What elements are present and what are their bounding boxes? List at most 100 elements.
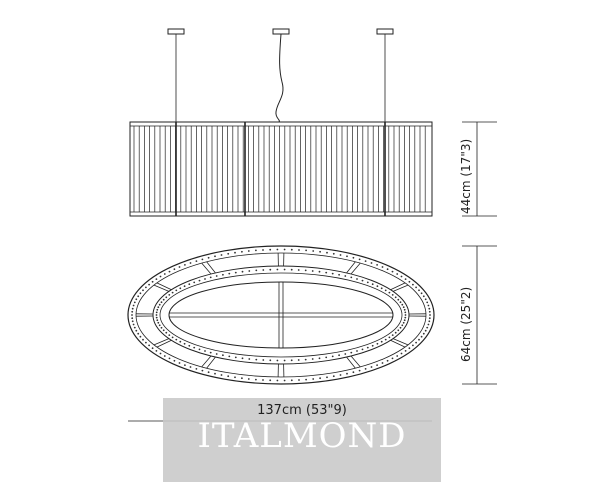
rivet — [269, 268, 272, 271]
rivet — [215, 275, 218, 277]
rivet — [298, 249, 300, 251]
rivet — [207, 371, 210, 374]
rivet — [214, 372, 216, 375]
rivet — [173, 359, 176, 362]
height-dimension: 44cm (17"3) — [459, 121, 497, 217]
rivet — [255, 269, 258, 272]
rivet — [209, 351, 212, 354]
rivet — [298, 379, 300, 381]
rivet — [380, 340, 383, 343]
rivet — [401, 303, 404, 306]
rivet — [193, 346, 196, 349]
rivet — [175, 338, 178, 341]
rivet — [290, 268, 293, 271]
rivet — [188, 344, 191, 347]
rivet — [344, 275, 347, 277]
rivet — [325, 356, 328, 359]
rivet — [214, 255, 216, 258]
rivet — [178, 362, 181, 364]
rivet — [189, 366, 192, 368]
rivet — [304, 358, 307, 361]
rivet — [168, 357, 171, 360]
rivet — [386, 268, 389, 271]
rivet — [424, 329, 427, 332]
rivet — [183, 342, 186, 345]
rivet — [402, 321, 405, 324]
rivet — [319, 377, 321, 380]
rivet — [424, 298, 427, 301]
rivet — [420, 335, 423, 338]
rivet — [204, 350, 206, 352]
rivet — [276, 359, 279, 362]
rivet — [220, 254, 223, 256]
rivet — [247, 378, 250, 380]
rivet — [338, 354, 340, 357]
rivet — [427, 323, 430, 326]
frame-spoke — [201, 262, 212, 275]
frame-spoke — [153, 284, 170, 292]
rivet — [404, 311, 407, 314]
frame-spoke — [201, 355, 212, 368]
rivet — [428, 310, 431, 313]
rivet — [133, 301, 136, 304]
rivet — [160, 301, 163, 304]
rivet — [157, 321, 160, 324]
rivet — [155, 311, 158, 314]
rivet — [391, 270, 394, 273]
rivet — [241, 270, 244, 273]
rivet — [158, 303, 161, 306]
rivet — [241, 377, 243, 380]
rivet — [131, 310, 134, 313]
rivet — [318, 270, 321, 273]
rivet — [397, 298, 400, 301]
rivet — [350, 351, 353, 354]
rivet — [338, 273, 340, 276]
rivet — [234, 271, 237, 274]
rivet — [332, 375, 335, 378]
rivet — [142, 338, 144, 341]
rivet — [207, 256, 210, 259]
rivet — [234, 376, 236, 379]
rivet — [352, 256, 355, 259]
rivet — [145, 341, 147, 344]
rivet — [297, 269, 300, 271]
rivet — [331, 272, 334, 275]
rivet — [155, 350, 158, 352]
top-view — [127, 245, 435, 385]
rivet — [139, 335, 142, 338]
frame-spoke — [346, 356, 356, 369]
outer-ring-inner-edge — [135, 252, 427, 378]
depth-dimension: 64cm (25"2) — [459, 245, 497, 385]
rivet — [227, 252, 230, 255]
rivet — [269, 359, 272, 362]
rivet — [358, 369, 361, 372]
rivet — [168, 334, 171, 336]
rivet — [356, 278, 358, 280]
rivet — [376, 285, 379, 288]
rivet — [163, 273, 166, 275]
rivet — [386, 359, 389, 362]
rivet — [171, 336, 174, 339]
rivet — [371, 344, 374, 347]
rivet — [168, 270, 171, 273]
rivet — [384, 289, 387, 292]
rivet — [401, 324, 404, 327]
rivet — [228, 272, 231, 275]
rivet — [396, 355, 399, 357]
rivet — [305, 249, 307, 252]
rivet — [415, 286, 417, 289]
lampshade — [129, 121, 433, 217]
rivet — [350, 276, 353, 279]
frame-spoke — [392, 338, 409, 346]
rivet — [304, 269, 307, 272]
rivet — [198, 279, 201, 282]
rivet — [376, 264, 378, 266]
height-label: 44cm (17"3) — [459, 139, 473, 214]
rivet — [159, 275, 162, 278]
rivet — [248, 358, 251, 360]
rivet — [318, 357, 321, 360]
rivet — [165, 331, 168, 334]
rivet — [366, 346, 369, 349]
rivet — [151, 347, 154, 350]
rivet — [283, 268, 286, 271]
